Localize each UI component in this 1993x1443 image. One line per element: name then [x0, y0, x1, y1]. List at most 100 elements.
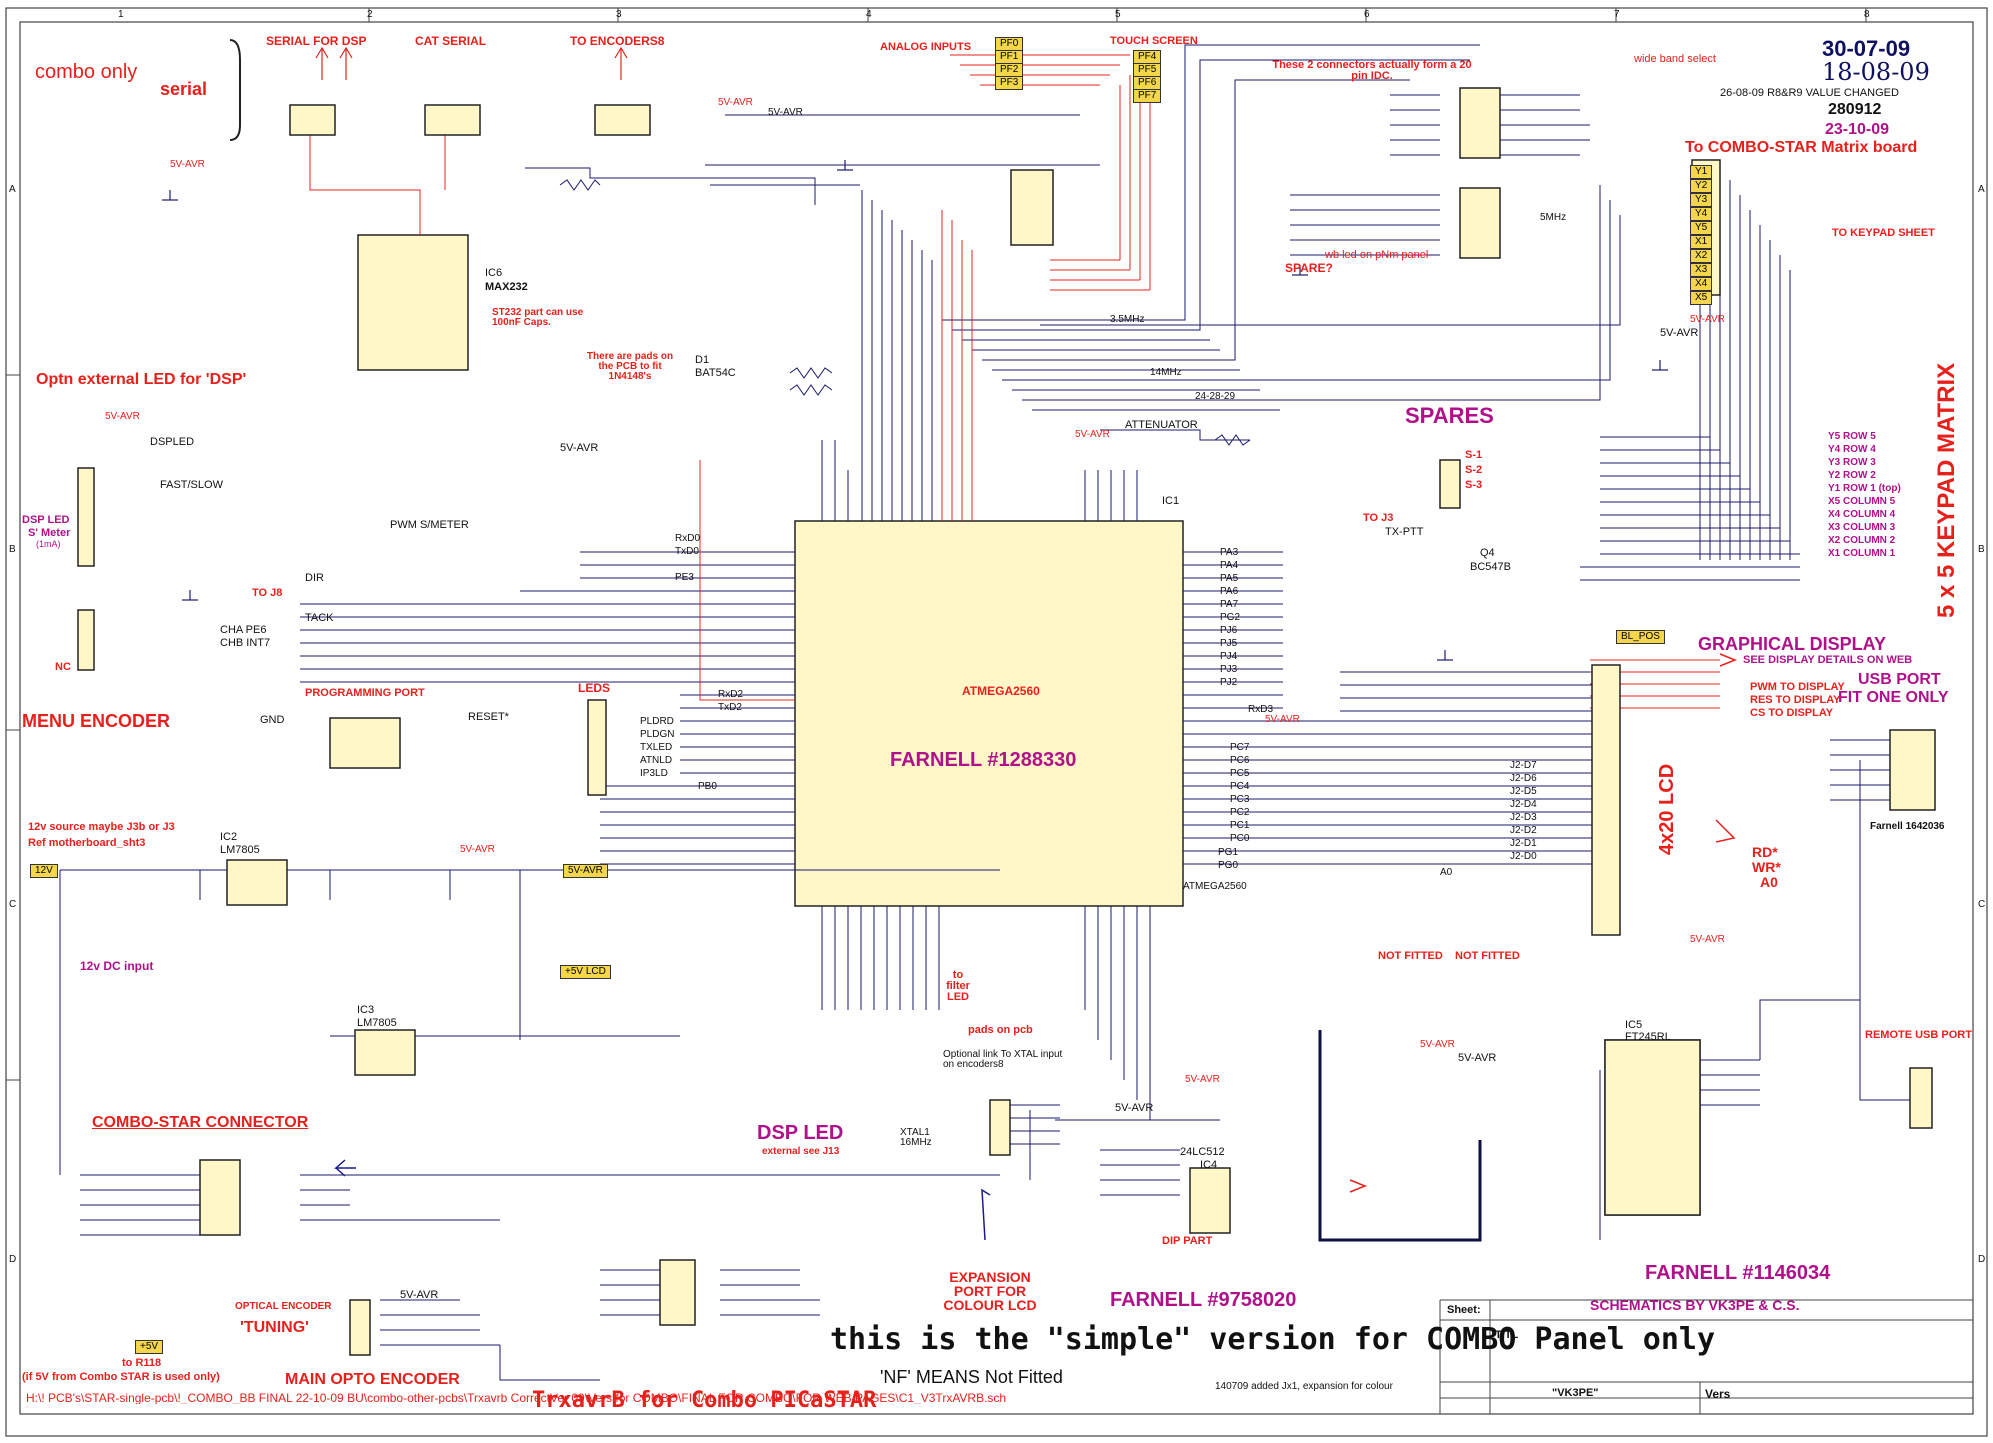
date-4: 280912: [1828, 101, 1882, 118]
net-3-5mhz: 3.5MHz: [1110, 314, 1145, 325]
net-pwm-smeter: PWM S/METER: [390, 519, 469, 531]
ic5-label: IC5: [1625, 1019, 1643, 1031]
lcd-net: J2-D4: [1510, 799, 1537, 810]
dsp-led-external: external see J13: [762, 1146, 840, 1157]
wide-band-select: wide band select: [1634, 53, 1716, 65]
date-3: 26-08-09 R8&R9 VALUE CHANGED: [1720, 87, 1899, 99]
st232-note: ST232 part can use 100nF Caps.: [492, 307, 584, 328]
lcd-net: J2-D0: [1510, 851, 1537, 862]
vk3pe-label: "VK3PE": [1552, 1387, 1599, 1399]
rd-label: RD*: [1752, 844, 1778, 860]
date-2: 18-08-09: [1822, 58, 1930, 86]
nf-means-note: 'NF' MEANS Not Fitted: [880, 1367, 1063, 1387]
net-24-28-29: 24-28-29: [1195, 391, 1236, 402]
keypad-row: X5 COLUMN 5: [1828, 496, 1896, 507]
net-pc3: PC3: [1230, 794, 1250, 805]
net-pg0: PG0: [1218, 860, 1239, 871]
combo-only-note: combo only: [35, 61, 138, 83]
to-keypad-sheet: TO KEYPAD SHEET: [1832, 227, 1935, 239]
supply-note: 12v source maybe J3b or J3: [28, 821, 175, 833]
keypad-pin: X1: [1690, 235, 1713, 249]
if-5v-note: (if 5V from Combo STAR is used only): [22, 1371, 220, 1383]
ma-label: (1mA): [36, 539, 61, 549]
spare-s3: S-3: [1465, 479, 1483, 491]
net-atnld: ATNLD: [640, 755, 673, 766]
added-note: 140709 added Jx1, expansion for colour: [1215, 1381, 1393, 1392]
net-5v-avr-6: 5V-AVR: [1690, 314, 1725, 325]
optional-link: Optional link To XTAL input on encoders8: [943, 1049, 1063, 1070]
net-dspled: DSPLED: [150, 436, 195, 448]
to-j3: TO J3: [1363, 512, 1394, 524]
res-to-display: RES TO DISPLAY: [1750, 694, 1841, 706]
tag-5v-lcd: +5V LCD: [560, 965, 611, 979]
net-pj3: PJ3: [1220, 664, 1238, 675]
net-pc5: PC5: [1230, 768, 1250, 779]
leds-label: LEDS: [578, 681, 611, 695]
lcd-net: J2-D1: [1510, 838, 1537, 849]
keypad-pin: X5: [1690, 291, 1713, 305]
net-5v-avr-14: 5V-AVR: [1458, 1052, 1497, 1064]
keypad-pin: Y2: [1690, 179, 1713, 193]
net-pj5: PJ5: [1220, 638, 1238, 649]
keypad-row: X3 COLUMN 3: [1828, 522, 1896, 533]
lcd-net: J2-D2: [1510, 825, 1537, 836]
ic4-label: IC4: [1200, 1159, 1218, 1171]
eeprom-part: 24LC512: [1180, 1146, 1225, 1158]
border-letter: A: [9, 184, 16, 195]
net-dir: DIR: [305, 572, 324, 584]
graphical-display: GRAPHICAL DISPLAY: [1698, 634, 1887, 654]
net-5v-avr: 5V-AVR: [718, 97, 753, 108]
keypad-row: X2 COLUMN 2: [1828, 535, 1896, 546]
border-letter: A: [1978, 184, 1985, 195]
net-5v-avr-9: 5V-AVR: [460, 844, 495, 855]
schematics-by: SCHEMATICS BY VK3PE & C.S.: [1590, 1297, 1800, 1313]
border-letter: C: [1978, 899, 1986, 910]
menu-encoder-label: MENU ENCODER: [22, 711, 171, 731]
keypad-row: X4 COLUMN 4: [1828, 509, 1896, 520]
mcu-name: ATMEGA2560: [962, 684, 1040, 698]
keypad-pin: X2: [1690, 249, 1713, 263]
border-letter: D: [1978, 1254, 1986, 1265]
keypad-pin: X4: [1690, 277, 1713, 291]
keypad-pin: Y1: [1690, 165, 1713, 179]
to-j8: TO J8: [252, 587, 283, 599]
main-opto-encoder: MAIN OPTO ENCODER: [285, 1371, 460, 1388]
net-pldgn: PLDGN: [640, 729, 675, 740]
net-pg1: PG1: [1218, 847, 1239, 858]
net-pg2: PG2: [1220, 612, 1241, 623]
net-5mhz: 5MHz: [1540, 212, 1567, 223]
dc-input-label: 12v DC input: [80, 959, 154, 973]
net-chb: CHB INT7: [220, 637, 271, 649]
header-touch-screen: TOUCH SCREEN: [1110, 35, 1198, 47]
header-to-encoders: TO ENCODERS8: [570, 34, 665, 48]
net-ip3ld: IP3LD: [640, 768, 668, 779]
net-rxd2: RxD2: [718, 689, 744, 700]
a0-label: A0: [1760, 874, 1778, 890]
net-5v-avr-11: 5V-AVR: [1115, 1102, 1154, 1114]
tag-5v-avr: 5V-AVR: [563, 864, 608, 878]
net-rxd0: RxD0: [675, 533, 701, 544]
net-txd0: TxD0: [675, 546, 699, 557]
keypad-row: Y5 ROW 5: [1828, 431, 1876, 442]
pads-note: There are pads on the PCB to fit 1N4148'…: [586, 351, 674, 382]
to-r118-label: to R118: [122, 1357, 162, 1369]
net-pe3: PE3: [675, 572, 694, 583]
tag-pf3: PF3: [995, 76, 1024, 90]
trxavrb-title: TrxavrB for Combo PICaSTAR: [532, 1388, 877, 1413]
ref-note: Ref motherboard_sht3: [28, 837, 146, 849]
keypad-pin: X3: [1690, 263, 1713, 277]
keypad-row: Y4 ROW 4: [1828, 444, 1876, 455]
net-gnd: GND: [260, 714, 285, 726]
border-number: 8: [1864, 9, 1870, 20]
xtal-label: XTAL1 16MHz: [900, 1127, 932, 1148]
net-tack: TACK: [305, 612, 334, 624]
net-reset: RESET*: [468, 711, 509, 723]
lcd-net: J2-D5: [1510, 786, 1537, 797]
tag-12v: 12V: [30, 864, 58, 878]
border-number: 5: [1115, 9, 1121, 20]
connectors-note: These 2 connectors actually form a 20 pi…: [1272, 59, 1472, 82]
spares-label: SPARES: [1405, 403, 1494, 428]
net-a0: A0: [1440, 867, 1453, 878]
mcu-name-small: ATMEGA2560: [1183, 881, 1247, 892]
border-letter: B: [9, 544, 16, 555]
